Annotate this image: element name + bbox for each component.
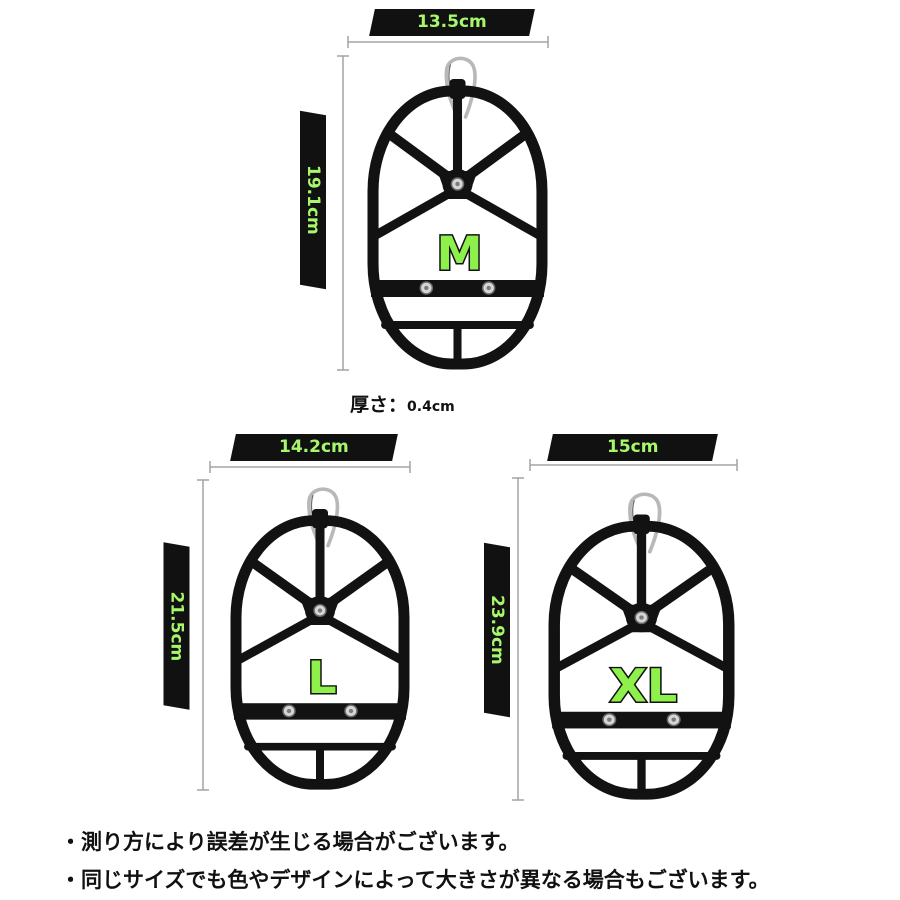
- l-width-value: 14.2cm: [279, 437, 349, 457]
- xl-width-value: 15cm: [606, 437, 659, 457]
- holder-l: L: [230, 481, 410, 795]
- thickness-value: 0.4cm: [407, 399, 455, 415]
- holder-frame-m: [371, 58, 544, 364]
- m-width-value: 13.5cm: [417, 12, 487, 32]
- holder-frame-xl: [552, 494, 731, 794]
- holder-xl: XL: [548, 486, 735, 805]
- m-height-value: 19.1cm: [303, 165, 323, 235]
- size-letter-xl: XL: [610, 660, 677, 712]
- thickness-spec: 厚さ：0.4cm: [350, 390, 455, 417]
- note-size-variation: ・同じサイズでも色やデザインによって大きさが異なる場合もございます。: [60, 868, 770, 892]
- m-height-banner: 19.1cm: [300, 110, 326, 290]
- xl-width-banner: 15cm: [547, 434, 718, 461]
- l-width-banner: 14.2cm: [230, 434, 398, 461]
- holder-m: M: [367, 50, 548, 375]
- size-letter-l: L: [307, 652, 336, 704]
- thickness-label: 厚さ：: [350, 394, 408, 416]
- l-height-banner: 21.5cm: [163, 542, 190, 710]
- size-letter-m: M: [437, 227, 483, 281]
- xl-height-value: 23.9cm: [487, 595, 507, 665]
- note-measurement-error: ・測り方により誤差が生じる場合がございます。: [60, 830, 520, 854]
- xl-height-banner: 23.9cm: [484, 542, 510, 718]
- holder-frame-l: [234, 489, 406, 784]
- l-height-value: 21.5cm: [166, 591, 187, 661]
- m-width-banner: 13.5cm: [369, 9, 535, 36]
